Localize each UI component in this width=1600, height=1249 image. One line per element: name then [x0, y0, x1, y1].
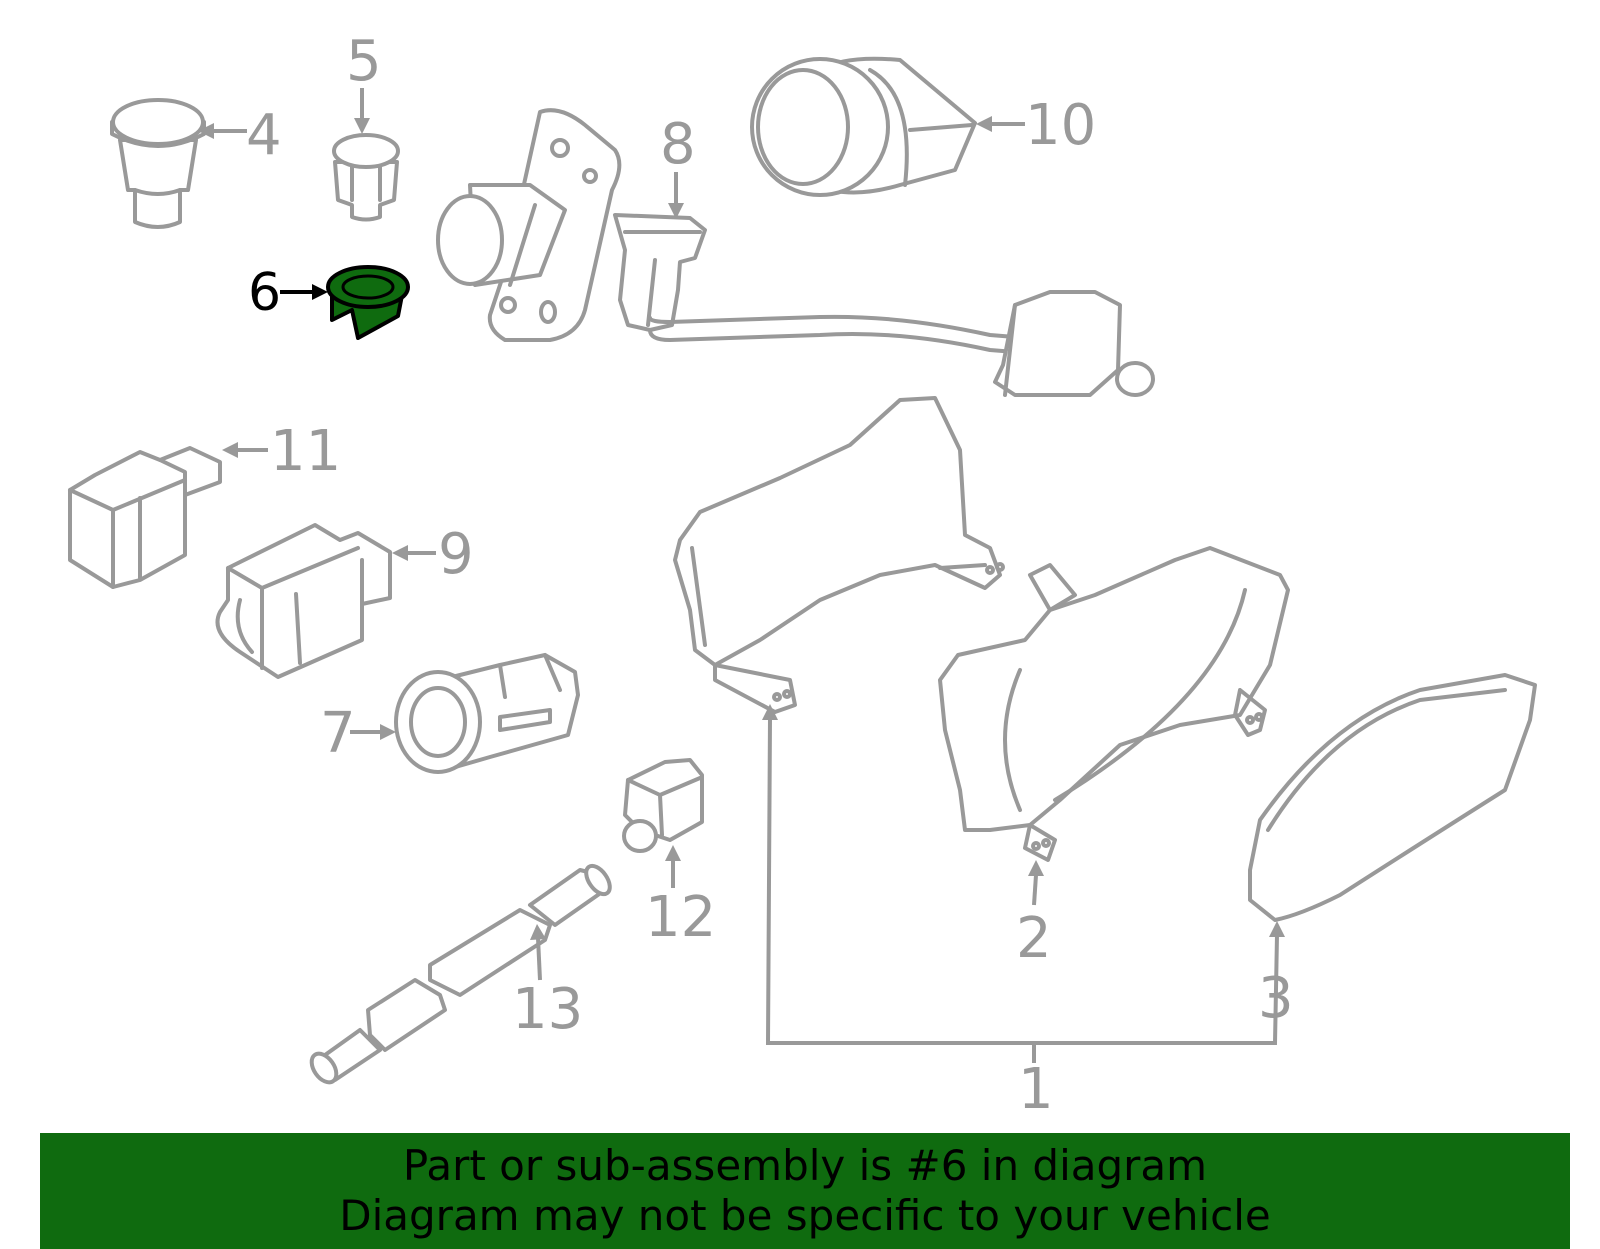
part-4	[110, 98, 206, 229]
callout-12: 12	[645, 885, 716, 950]
part-2	[938, 546, 1290, 862]
callout-9: 9	[438, 522, 474, 587]
callout-11: 11	[270, 419, 341, 484]
part-9	[215, 523, 392, 679]
callout-13: 13	[512, 977, 583, 1042]
leader-lines	[198, 88, 1285, 1063]
part-1	[673, 396, 1005, 714]
callout-3: 3	[1258, 966, 1294, 1031]
part-3	[1248, 673, 1537, 922]
part-7	[394, 653, 580, 774]
part-10	[750, 56, 977, 197]
part-8	[436, 108, 1155, 397]
callout-numbers: 4 5 6 8 10 11 9 7 12 13 2 3 1	[246, 29, 1294, 1122]
banner-line-2: Diagram may not be specific to your vehi…	[339, 1191, 1271, 1240]
callout-1: 1	[1018, 1057, 1054, 1122]
banner-line-1: Part or sub-assembly is #6 in diagram	[402, 1141, 1208, 1190]
part-11	[68, 446, 222, 589]
callout-4: 4	[246, 103, 282, 168]
callout-5: 5	[346, 29, 382, 94]
callout-2: 2	[1016, 906, 1052, 971]
part-12	[622, 758, 704, 853]
part-6-highlighted	[326, 265, 410, 340]
part-13	[309, 863, 612, 1085]
callout-8: 8	[660, 112, 696, 177]
callout-7: 7	[320, 701, 356, 766]
info-banner: Part or sub-assembly is #6 in diagram Di…	[40, 1133, 1570, 1249]
callout-6: 6	[248, 263, 281, 323]
callout-10: 10	[1025, 93, 1096, 158]
part-5	[332, 133, 400, 222]
